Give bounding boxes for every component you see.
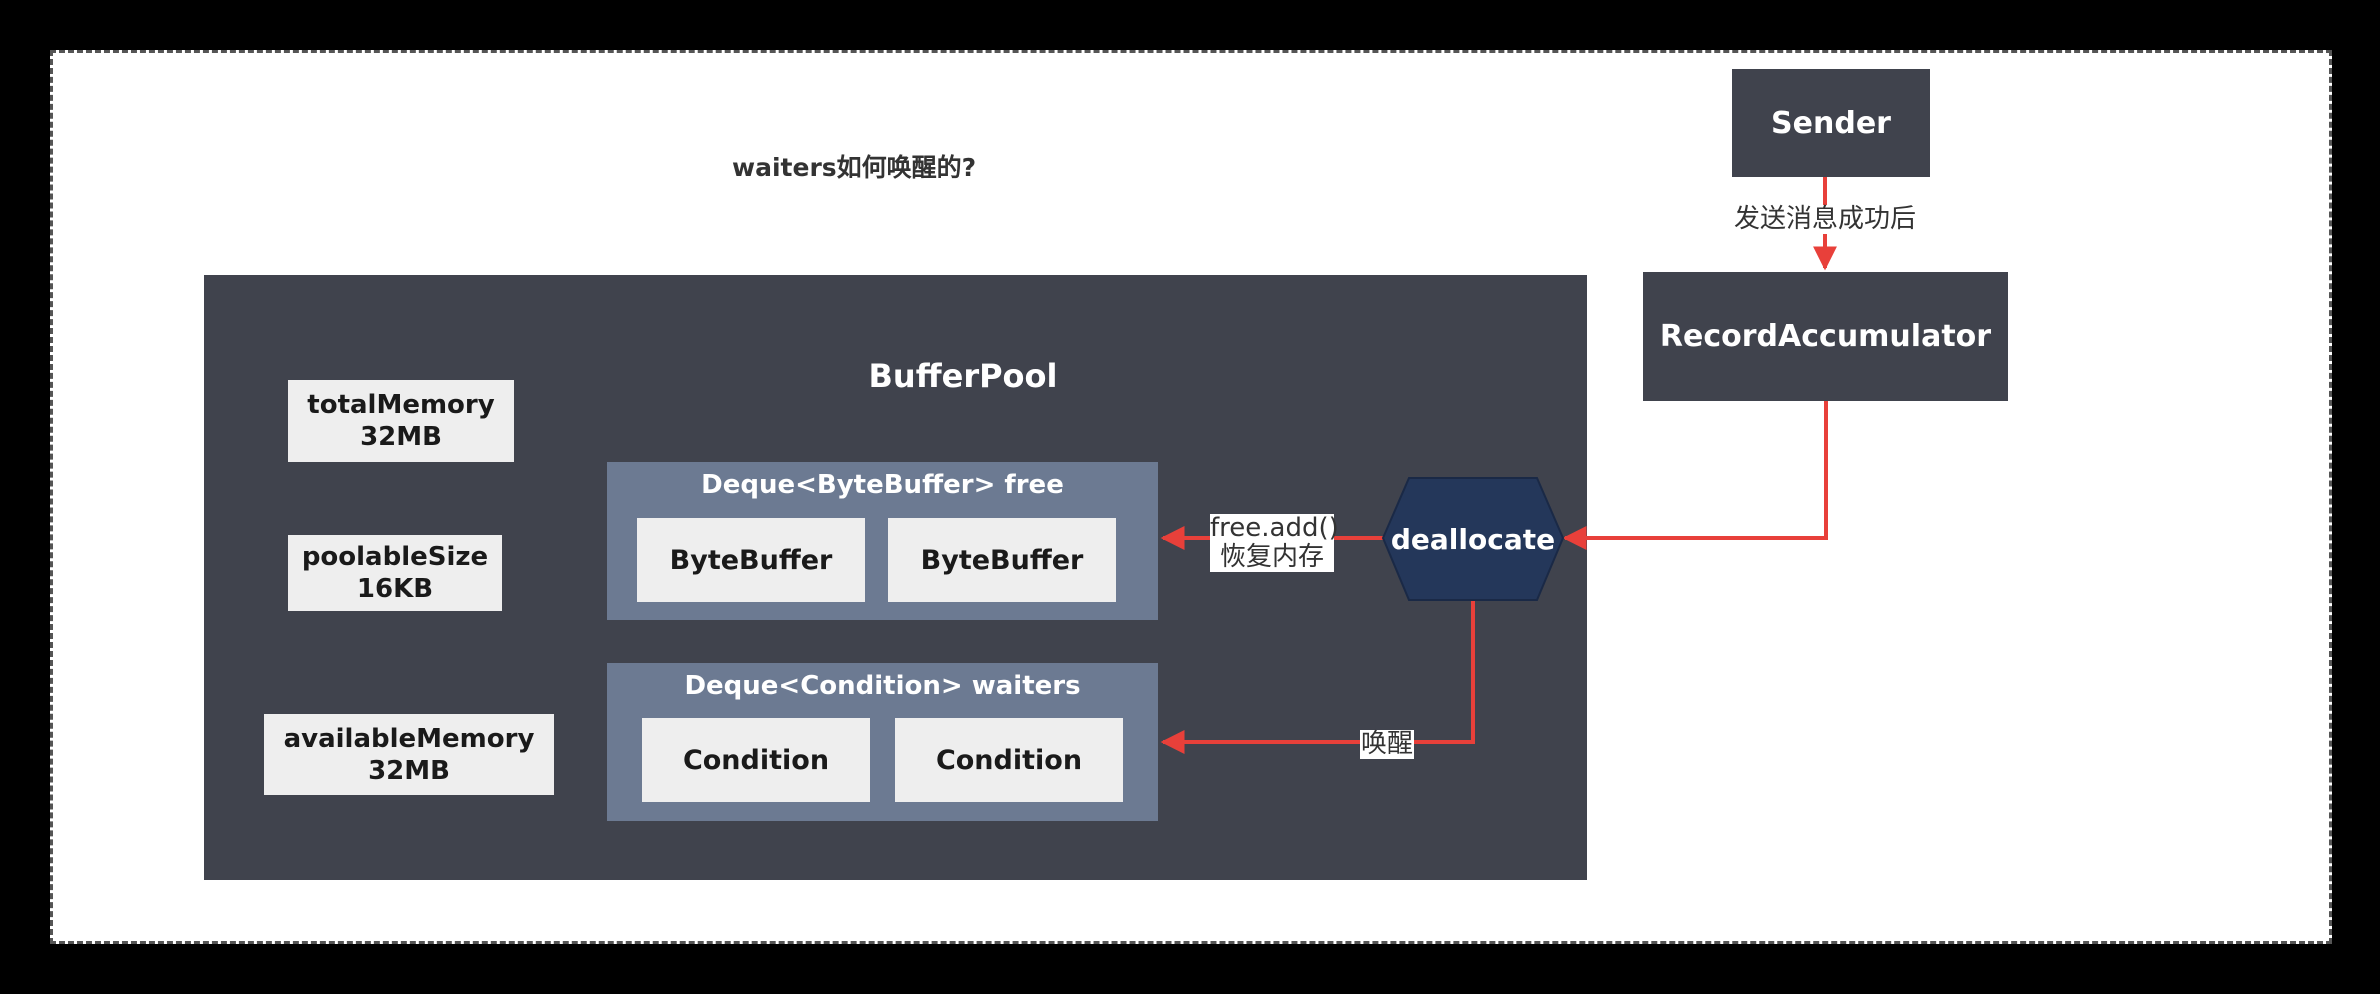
wakeup-label: 唤醒 (1360, 729, 1414, 759)
available-memory-name: availableMemory (283, 723, 535, 754)
poolable-size-name: poolableSize (301, 542, 489, 572)
sender-label: Sender (1771, 105, 1891, 141)
byte-buffer-item: ByteBuffer (637, 518, 865, 602)
poolable-size-value: 16KB (356, 574, 434, 604)
deallocate-label: deallocate (1390, 522, 1556, 556)
buffer-pool-label: BufferPool (204, 357, 1722, 395)
deallocate-to-waiters-arrow (1160, 601, 1475, 754)
diagram-title: waiters如何唤醒的? (732, 153, 977, 182)
condition-item: Condition (895, 718, 1123, 802)
record-accumulator-node: RecordAccumulator (1643, 272, 2008, 401)
condition-item: Condition (642, 718, 870, 802)
waiters-deque: Deque<Condition> waiters Condition Condi… (607, 663, 1158, 821)
accumulator-to-deallocate-arrow (1562, 401, 1828, 550)
total-memory-name: totalMemory (307, 390, 495, 420)
buffer-pool-title: BufferPool (868, 357, 1058, 395)
restore-memory-text: 恢复内存 (1219, 542, 1324, 572)
deallocate-node: deallocate (1383, 478, 1563, 600)
deallocate-hexagon (1381, 477, 1565, 601)
free-deque-label: Deque<ByteBuffer> free (701, 470, 1064, 500)
available-memory-value: 32MB (368, 755, 450, 786)
record-accumulator-label: RecordAccumulator (1659, 319, 1992, 354)
sender-node: Sender (1732, 69, 1930, 177)
free-deque: Deque<ByteBuffer> free ByteBuffer ByteBu… (607, 462, 1158, 620)
free-add-text: free.add() (1210, 513, 1339, 543)
poolable-size-box: poolableSize 16KB (288, 535, 502, 611)
sender-edge-label: 发送消息成功后 (1730, 205, 1920, 234)
available-memory-box: availableMemory 32MB (264, 714, 554, 795)
waiters-deque-label: Deque<Condition> waiters (684, 671, 1081, 701)
free-add-label: free.add() 恢复内存 (1210, 513, 1339, 572)
total-memory-box: totalMemory 32MB (288, 380, 514, 462)
byte-buffer-item: ByteBuffer (888, 518, 1116, 602)
total-memory-value: 32MB (360, 422, 442, 452)
